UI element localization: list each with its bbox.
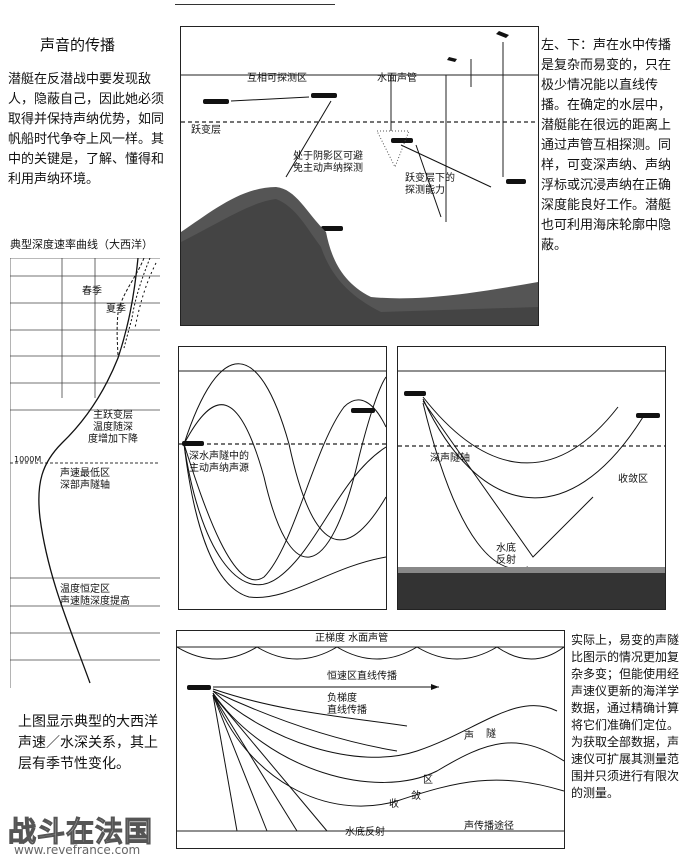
main-layer-label: 主跃变层 温度随深 度增加下降 — [88, 410, 138, 445]
deep-channel-panel: 深水声隧中的 主动声纳声源 — [178, 346, 387, 610]
top-propagation-panel: 互相可探测区 水面声管 跃变层 处于阴影区可避 免主动声纳探测 跃变层下的 探测… — [180, 26, 539, 326]
profile-caption: 上图显示典型的大西洋声速／水深关系，其上层有季节性变化。 — [18, 714, 158, 772]
top-rule — [175, 4, 335, 5]
watermark-text: 战斗在法国 — [7, 815, 154, 849]
bottom-reflection-label: 水底反射 — [345, 827, 385, 838]
deep-axis-label: 深声隧轴 — [430, 453, 470, 464]
min-speed-label: 声速最低区 深部声隧轴 — [60, 468, 110, 491]
right-paragraph: 左、下：声在水中传播是复杂而易变的，只在极少情况能以直线传播。在确定的水层中，潜… — [541, 38, 672, 253]
tunnel-char-1: 声 — [464, 731, 474, 742]
iso-zone-label: 温度恒定区 声速随深度提高 — [60, 584, 130, 607]
isovelocity-label: 恒速区直线传播 — [327, 671, 397, 682]
thermocline-label: 跃变层 — [191, 125, 221, 136]
seabed-hide-label: 在海床轮 廓内隐蔽 — [353, 237, 393, 260]
convergence-panel: 深声隧轴 收敛区 水底 反射 — [397, 346, 666, 610]
conv-char-1: 区 — [423, 775, 433, 786]
surface-duct-label: 水面声管 — [377, 73, 417, 84]
bottom-propagation-panel: 正梯度 水面声管 恒速区直线传播 负梯度 直线传播 声 隧 区 敛 收 水底反射… — [176, 630, 565, 849]
summer-label: 夏季 — [106, 304, 126, 315]
mutual-detect-label: 互相可探测区 — [247, 73, 307, 84]
spring-label: 春季 — [82, 286, 102, 297]
conv-char-3: 收 — [389, 799, 399, 810]
page-title: 声音的传播 — [40, 36, 116, 54]
paths-label: 声传播途径 — [464, 821, 514, 832]
bottom-reflect-label: 水底 反射 — [496, 543, 516, 566]
below-layer-label: 跃变层下的 探测能力 — [405, 173, 455, 196]
shadow-zone-label: 处于阴影区可避 免主动声纳探测 — [293, 151, 363, 174]
convergence-zone-label: 收敛区 — [618, 474, 648, 485]
deep-source-label: 深水声隧中的 主动声纳声源 — [189, 451, 249, 474]
depth-1000-label: 1000M — [14, 455, 42, 464]
tunnel-char-2: 隧 — [486, 729, 496, 740]
speed-profile-chart: 春季 夏季 主跃变层 温度随深 度增加下降 1000M 声速最低区 深部声隧轴 … — [10, 258, 160, 688]
neg-gradient-label: 负梯度 直线传播 — [327, 693, 367, 716]
profile-heading: 典型深度速率曲线（大西洋） — [10, 238, 153, 251]
watermark-url: www.revefrance.com — [14, 843, 141, 857]
intro-paragraph: 潜艇在反潜战中要发现敌人，隐蔽自己，因此她必须取得并保持声纳优势，如同帆船时代争… — [8, 72, 165, 187]
surface-duct-grad-label: 正梯度 水面声管 — [315, 633, 389, 644]
bottom-right-paragraph: 实际上，易变的声隧比图示的情况更加复杂多变；但能使用经声速仪更新的海洋学数据，通… — [571, 633, 680, 800]
conv-char-2: 敛 — [411, 791, 421, 802]
